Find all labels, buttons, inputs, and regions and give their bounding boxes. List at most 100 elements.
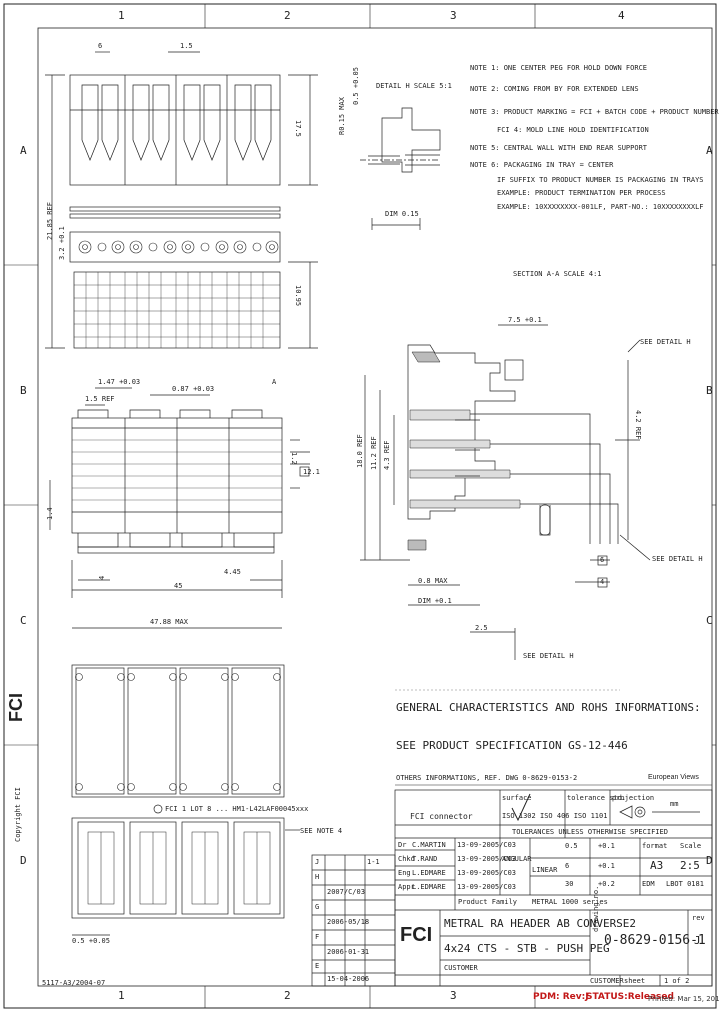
tb-rev-label: rev [692, 914, 705, 922]
tb-unit: mm [670, 800, 679, 808]
european-views: European Views [648, 774, 699, 781]
bottom-view [71, 627, 300, 936]
general-heading: GENERAL CHARACTERISTICS AND ROHS INFORMA… [396, 701, 701, 714]
tb-tol-row-1-b: +0.1 [598, 842, 615, 850]
rev-row-1-letter: J [315, 858, 320, 866]
stamp-code: 5117-A3/2004-07 [42, 979, 106, 987]
status-released: STATUS:Released [586, 992, 674, 1002]
note-2: NOTE 2: COMING FROM BY FOR EXTENDED LENS [470, 85, 639, 93]
tb-tol-row-3-a: 30 [565, 880, 574, 888]
tb-prep-role-2: Chkd [398, 855, 415, 863]
front-view [49, 387, 310, 598]
dim-mid-h: 1.4 [46, 507, 54, 520]
dim-left-a: 21.85 REF [46, 202, 54, 240]
note-6: NOTE 6: PACKAGING IN TRAY = CENTER [470, 161, 614, 169]
border-row-b: B [20, 384, 27, 397]
tb-tol-row-2-a: 6 [565, 862, 570, 870]
border-row-c-right: C [706, 614, 713, 627]
dim-mid-c: 0.87 +0.03 [172, 385, 215, 393]
tb-prep-date-4: 13-09-2005/C03 [457, 883, 517, 891]
border-row-d-right: D [706, 854, 713, 867]
dim-section-i: 4 [600, 578, 605, 586]
detail-h-dim-width: 0.5 +0.05 [352, 67, 360, 105]
tb-tol-row-2-b: +0.1 [598, 862, 615, 870]
tb-angular: ANGULAR [502, 855, 532, 863]
tb-prep-name-1: C.MARTIN [412, 841, 446, 849]
border-row-a: A [20, 144, 27, 157]
border-col-2: 2 [284, 9, 291, 22]
detail-h-view [360, 107, 441, 230]
tb-title-2: 4x24 CTS - STB - PUSH PEG [444, 942, 610, 955]
tb-prep-role-4: Appr [398, 883, 415, 891]
see-detail-1: SEE DETAIL H [640, 338, 691, 346]
detail-h-label: DETAIL H SCALE 5:1 [376, 82, 452, 90]
note-5: NOTE 5: CENTRAL WALL WITH END REAR SUPPO… [470, 144, 648, 152]
rev-row-5-letter: E [315, 962, 320, 970]
dim-bottom-a: 47.88 MAX [150, 618, 188, 626]
border-row-c: C [20, 614, 27, 627]
dim-section-g: DIM +0.1 [418, 597, 452, 605]
dim-section-j: 6 [600, 556, 605, 564]
dim-mid-j: 4.45 [224, 568, 241, 576]
see-note-4: SEE NOTE 4 [300, 827, 343, 835]
section-a-a-view [360, 324, 651, 660]
border-col-1-bottom: 1 [118, 989, 125, 1002]
dim-section-b: 18.0 REF [356, 434, 364, 468]
note-1: NOTE 1: ONE CENTER PEG FOR HOLD DOWN FOR… [470, 64, 648, 72]
dim-mid-k: 4 [98, 575, 106, 580]
top-view [45, 51, 318, 349]
rev-row-1-date: 1-1 [367, 858, 380, 866]
dim-mid-f: 1.2 [290, 452, 298, 465]
border-col-3-bottom: 3 [450, 989, 457, 1002]
see-detail-2: SEE DETAIL H [652, 555, 703, 563]
dim-mid-i: 45 [174, 582, 183, 590]
tb-customer: CUSTOMER [590, 977, 624, 985]
note-3: NOTE 3: PRODUCT MARKING = FCI + BATCH CO… [470, 108, 719, 116]
copyright-text: Copyright FCI [14, 787, 22, 842]
see-detail-3: SEE DETAIL H [523, 652, 574, 660]
dim-section-f: 0.8 MAX [418, 577, 448, 585]
rev-row-4-date: 2006-01-31 [327, 948, 370, 956]
pdm-rev: PDM: Rev:J [533, 992, 589, 1002]
dim-right-a: 17.5 [294, 120, 302, 137]
tb-prep-date-3: 13-09-2005/C03 [457, 869, 517, 877]
tb-scale-label: Scale [680, 842, 702, 850]
note-8: EXAMPLE: PRODUCT TERMINATION PER PROCESS [497, 189, 666, 197]
rev-row-5-date: 15-04-2006 [327, 975, 370, 983]
tb-scale-val: 2:5 [680, 859, 700, 872]
rev-row-2-date: 2007/C/03 [327, 888, 365, 896]
border-col-1: 1 [118, 9, 125, 22]
tb-edm-val: LBOT 0181 [666, 880, 704, 888]
dim-section-e: 4.2 REF [634, 410, 642, 440]
note-4: FCI 4: MOLD LINE HOLD IDENTIFICATION [497, 126, 649, 134]
tb-tolerance-std: ISO 406 ISO 1101 [540, 812, 608, 820]
tb-prep-role-3: Eng [398, 869, 411, 877]
tb-sheet-val: 1 of 2 [664, 977, 690, 985]
tb-tol-note: TOLERANCES UNLESS OTHERWISE SPECIFIED [512, 828, 668, 836]
tb-product-family: Product Family [458, 898, 518, 906]
dim-mid-d: 1.5 REF [85, 395, 115, 403]
tb-material: METRAL 1000 series [532, 898, 608, 906]
border-col-2-bottom: 2 [284, 989, 291, 1002]
tb-linear: LINEAR [532, 866, 558, 874]
dim-mid-g: 12.1 [303, 468, 320, 476]
border-col-4: 4 [618, 9, 625, 22]
tb-drawing-no: 0-8629-0156-1 [604, 933, 706, 948]
general-spec: SEE PRODUCT SPECIFICATION GS-12-446 [396, 739, 628, 752]
section-a-a-label: SECTION A-A SCALE 4:1 [513, 270, 602, 278]
dim-bottom-c: FCI 1 LOT 8 ... HM1-L42LAF00045xxx [165, 805, 309, 813]
tb-rev-val: J [694, 934, 701, 947]
rev-row-4-letter: F [315, 933, 320, 941]
note-7: IF SUFFIX TO PRODUCT NUMBER IS PACKAGING… [497, 176, 704, 184]
tb-format-label: format [642, 842, 668, 850]
tb-prep-name-4: L.EDMARE [412, 883, 446, 891]
tb-prep-name-3: L.EDMARE [412, 869, 446, 877]
dim-section-a: 7.5 +0.1 [508, 316, 542, 324]
title-block [311, 789, 713, 987]
dim-top-a: 6 [98, 42, 103, 50]
tb-edm-label: EDM [642, 880, 655, 888]
note-9: EXAMPLE: 10XXXXXXXX-001LF, PART-NO.: 10X… [497, 203, 704, 211]
dim-mid-a: 10.95 [294, 285, 302, 307]
rev-row-3-letter: G [315, 903, 320, 911]
